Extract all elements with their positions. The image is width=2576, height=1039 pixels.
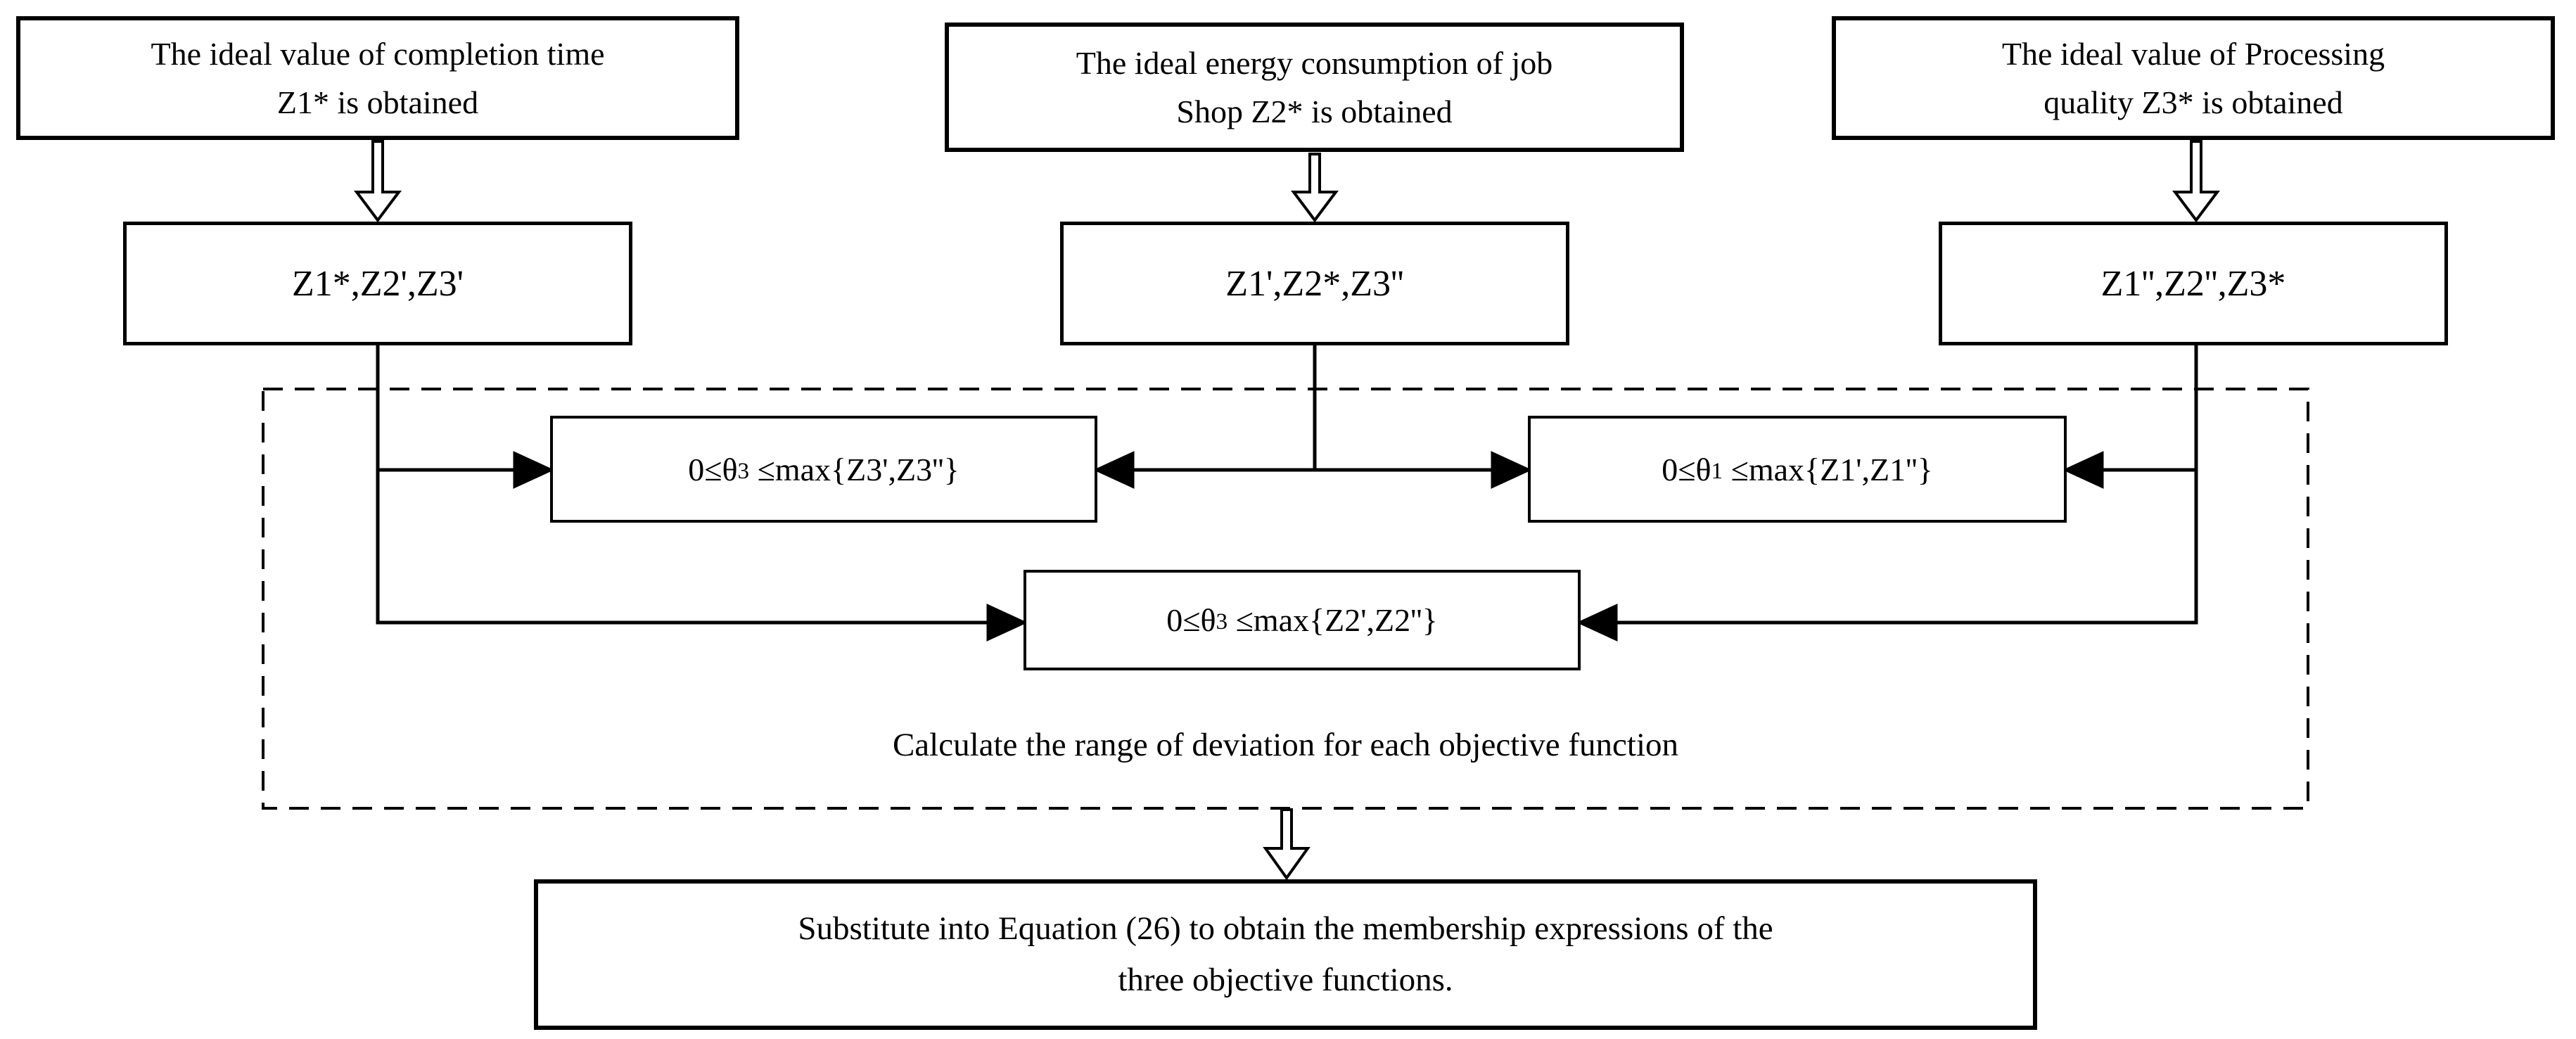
constraint-prefix: 0≤θ [1662,451,1711,487]
top-box-completion-time-line1: The ideal value of completion time [151,36,605,72]
value-box-z2-ideal-label: Z1',Z2*,Z3'' [1225,263,1404,304]
top-box-processing-quality-line1: The ideal value of Processing [2001,36,2385,72]
arrowhead-right-icon [513,451,554,489]
top-box-completion-time: The ideal value of completion time Z1* i… [16,16,739,140]
connector-left [376,344,1028,642]
constraint-subscript: 1 [1711,457,1723,484]
constraint-subscript: 3 [1216,608,1228,635]
connector-middle [1093,344,1532,489]
double-down-arrow-icon [2172,140,2220,223]
constraint-suffix: ≤max{Z2',Z2''} [1228,602,1438,638]
hollow-down-arrows [354,140,2220,881]
final-box-line2: three objective functions. [1118,962,1453,998]
top-box-energy-consumption-line2: Shop Z2* is obtained [1176,94,1453,129]
top-box-energy-consumption-line1: The ideal energy consumption of job [1076,45,1553,81]
top-box-processing-quality: The ideal value of Processing quality Z3… [1832,16,2555,140]
double-down-arrow-icon [354,140,402,223]
arrowhead-left-icon [1093,451,1135,489]
arrowhead-right-icon [986,604,1028,642]
deviation-range-caption: Calculate the range of deviation for eac… [892,727,1679,763]
final-box-line1: Substitute into Equation (26) to obtain … [798,910,1773,948]
value-box-z3-ideal-label: Z1'',Z2'',Z3* [2100,263,2286,304]
constraint-suffix: ≤max{Z3',Z3''} [749,451,959,487]
arrowhead-left-icon [2062,451,2104,489]
double-down-arrow-icon [1263,808,1311,881]
value-box-z1-ideal-label: Z1*,Z2',Z3' [291,263,464,304]
value-box-z1-ideal: Z1*,Z2',Z3' [123,222,632,345]
constraint-prefix: 0≤θ [688,451,738,487]
constraint-prefix: 0≤θ [1166,602,1216,638]
constraint-subscript: 3 [737,457,750,484]
value-box-z2-ideal: Z1',Z2*,Z3'' [1060,222,1569,345]
double-down-arrow-icon [1291,153,1339,223]
arrowhead-right-icon [1491,451,1532,489]
top-box-energy-consumption: The ideal energy consumption of job Shop… [945,23,1684,152]
constraint-suffix: ≤max{Z1',Z1''} [1723,451,1933,487]
final-box-membership-expressions: Substitute into Equation (26) to obtain … [534,879,2037,1030]
value-box-z3-ideal: Z1'',Z2'',Z3* [1939,222,2448,345]
arrowhead-left-icon [1576,604,1618,642]
top-box-processing-quality-line2: quality Z3* is obtained [2043,84,2343,120]
top-box-completion-time-line2: Z1* is obtained [276,84,479,120]
connector-right [1576,344,2198,642]
